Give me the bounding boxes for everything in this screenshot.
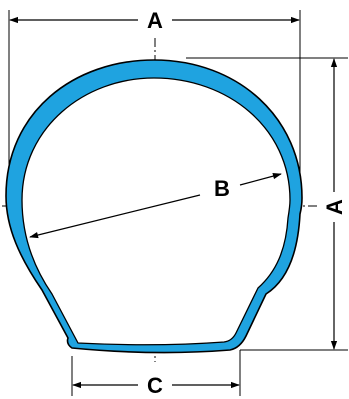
dimension-b-arrow-upper [239, 173, 282, 186]
dimension-c-label: C [147, 373, 163, 398]
dimension-a-top-label: A [147, 8, 163, 33]
dimension-b-arrow-lower [29, 194, 201, 239]
dimension-a-right-label: A [322, 199, 347, 215]
profile-inner [21, 77, 291, 346]
dimension-b-label: B [214, 176, 230, 201]
